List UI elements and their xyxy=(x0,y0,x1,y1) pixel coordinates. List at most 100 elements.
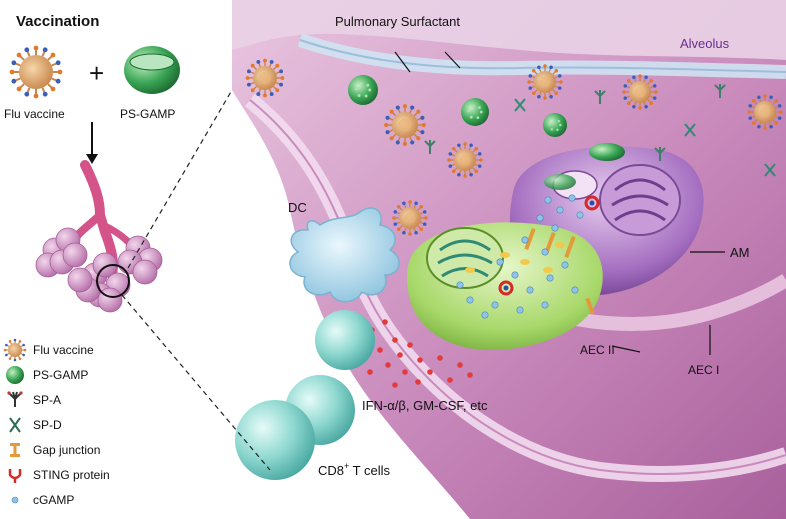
ps-gamp-particle xyxy=(543,113,567,137)
cytokine-dot xyxy=(415,379,421,385)
sp-d-glyph xyxy=(764,163,776,177)
sting-protein xyxy=(498,195,600,296)
sp-a-icon xyxy=(7,391,23,407)
top-flu-label: Flu vaccine xyxy=(4,107,65,121)
plus-sign: + xyxy=(89,58,104,88)
cytokine-dot xyxy=(417,357,423,363)
title-vaccination: Vaccination xyxy=(16,13,99,30)
top-psgamp-label: PS-GAMP xyxy=(120,107,175,121)
ps-gamp-icon xyxy=(6,366,24,384)
flu-virus-particle xyxy=(384,104,426,146)
cgamp-dot xyxy=(491,301,499,309)
flu-virus-particle xyxy=(527,64,563,100)
cgamp-dot xyxy=(536,214,544,222)
lung-lobe xyxy=(67,267,93,293)
cgamp-dot xyxy=(541,301,549,309)
gap-junction-icon xyxy=(10,443,20,457)
sp-a-glyph xyxy=(424,140,436,154)
label-cytokines: IFN-α/β, GM-CSF, etc xyxy=(362,398,488,413)
ps-gamp-top-icon xyxy=(124,46,180,94)
cgamp-dot xyxy=(466,296,474,304)
label-tcells: CD8+ T cells xyxy=(318,461,390,478)
label-surfactant: Pulmonary Surfactant xyxy=(335,14,460,29)
flu-virus-particle xyxy=(392,200,428,236)
cgamp-dot xyxy=(516,306,524,314)
cgamp-dot xyxy=(568,194,576,202)
ps-gamp-particle xyxy=(461,98,489,126)
flu-vaccine-icon xyxy=(3,338,27,362)
legend-item: Flu vaccine xyxy=(3,338,94,362)
legend-label: Flu vaccine xyxy=(33,343,94,357)
cgamp-dot xyxy=(456,281,464,289)
cytokine-dot xyxy=(402,369,408,375)
legend-item: Gap junction xyxy=(10,443,100,457)
lung-lobe xyxy=(62,242,88,268)
label-alveolus: Alveolus xyxy=(680,36,730,51)
lung-lobe xyxy=(132,259,158,285)
cgamp-dot xyxy=(511,271,519,279)
flu-virus-particle xyxy=(245,58,285,98)
cytokine-dot xyxy=(427,369,433,375)
sp-a-glyph xyxy=(654,147,666,161)
flu-virus-particle xyxy=(622,74,658,110)
ps-gamp-uptake xyxy=(544,143,625,190)
legend-item: SP-A xyxy=(7,391,61,407)
cgamp-dot xyxy=(481,311,489,319)
sp-d-icon xyxy=(9,417,21,433)
cytokine-dot xyxy=(407,342,413,348)
cgamp-icon xyxy=(11,496,19,504)
flu-virus-particle xyxy=(447,142,483,178)
legend-label: SP-D xyxy=(33,418,62,432)
gap-junctions xyxy=(524,227,595,315)
cytokine-dot xyxy=(392,382,398,388)
zoom-line-bottom xyxy=(121,294,271,471)
cytokine-dot xyxy=(397,352,403,358)
sp-a-glyph xyxy=(714,84,726,98)
cytokine-dot xyxy=(447,377,453,383)
cytokine-dot xyxy=(367,369,373,375)
cytokine-dot xyxy=(467,372,473,378)
cgamp-dot xyxy=(571,286,579,294)
legend-label: STING protein xyxy=(33,468,110,482)
lamellar-body xyxy=(520,259,530,265)
cytokine-dot xyxy=(457,362,463,368)
legend-label: Gap junction xyxy=(33,443,100,457)
label-dc: DC xyxy=(288,200,307,215)
cgamp-dot xyxy=(561,261,569,269)
legend-label: PS-GAMP xyxy=(33,368,88,382)
label-aec2: AEC II xyxy=(580,343,615,357)
sp-a-glyph xyxy=(594,90,606,104)
lamellar-body xyxy=(500,252,510,258)
cytokine-dot xyxy=(437,355,443,361)
label-aec1: AEC I xyxy=(688,363,719,377)
vaccine-particles xyxy=(245,58,783,236)
legend-item: SP-D xyxy=(9,417,62,433)
label-am: AM xyxy=(730,245,750,260)
flu-virus-particle xyxy=(747,94,783,130)
cgamp-dot xyxy=(521,236,529,244)
t-cells xyxy=(235,310,375,480)
sting-protein-icon xyxy=(8,469,22,483)
cytokine-dot xyxy=(377,347,383,353)
lamellar-body xyxy=(555,242,565,248)
legend-label: cGAMP xyxy=(33,493,74,507)
cgamp-dot xyxy=(556,206,564,214)
legend-item: cGAMP xyxy=(11,493,74,507)
cytokine-dot xyxy=(382,319,388,325)
cgamp-dot xyxy=(544,196,552,204)
legend-item: STING protein xyxy=(8,468,110,483)
lung-illustration xyxy=(35,160,163,313)
cgamp-dots xyxy=(456,194,584,319)
cgamp-dot xyxy=(496,258,504,266)
cytokine-dot xyxy=(392,337,398,343)
cgamp-dot xyxy=(576,211,584,219)
sp-d-glyph xyxy=(684,123,696,137)
cytokine-dot xyxy=(385,362,391,368)
zoom-line-top xyxy=(127,89,233,269)
cgamp-dot xyxy=(551,224,559,232)
legend-label: SP-A xyxy=(33,393,61,407)
cgamp-dot xyxy=(541,248,549,256)
